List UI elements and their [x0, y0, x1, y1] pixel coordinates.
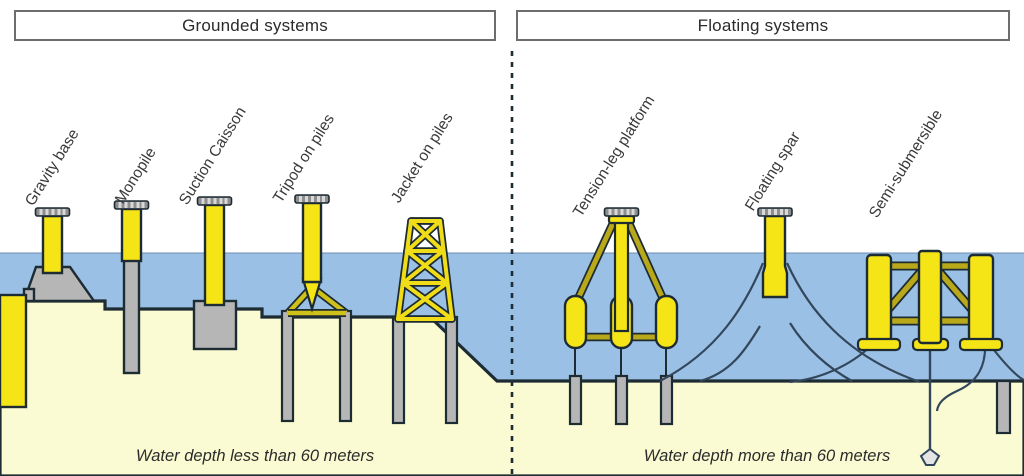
mooring-line-spar-right [785, 262, 921, 384]
structure-jacket-on-piles [391, 217, 459, 425]
header-floating-systems: Floating systems [516, 10, 1010, 41]
anchor-icon-semi [919, 447, 941, 466]
header-grounded-label: Grounded systems [182, 15, 328, 35]
mooring-line-spar-inner [699, 325, 761, 383]
structure-tension-leg-platform [563, 207, 679, 426]
structure-monopile [113, 200, 150, 375]
caption-deep-water: Water depth more than 60 meters [643, 447, 891, 465]
header-grounded-systems: Grounded systems [14, 10, 496, 41]
mooring-line-semi-anchor [935, 342, 987, 412]
structure-tripod-on-piles [280, 194, 353, 423]
mooring-line-spar-inner2 [789, 322, 853, 382]
structure-gravity-base [22, 207, 97, 303]
caption-shallow-water: Water depth less than 60 meters [135, 447, 375, 465]
structure-semi-submersible [789, 249, 1024, 466]
scene [0, 51, 1024, 476]
structure-suction-caisson [192, 196, 238, 351]
header-floating-label: Floating systems [697, 15, 829, 35]
mooring-line-spar-left [659, 262, 765, 382]
structure-floating-spar [0, 207, 921, 409]
